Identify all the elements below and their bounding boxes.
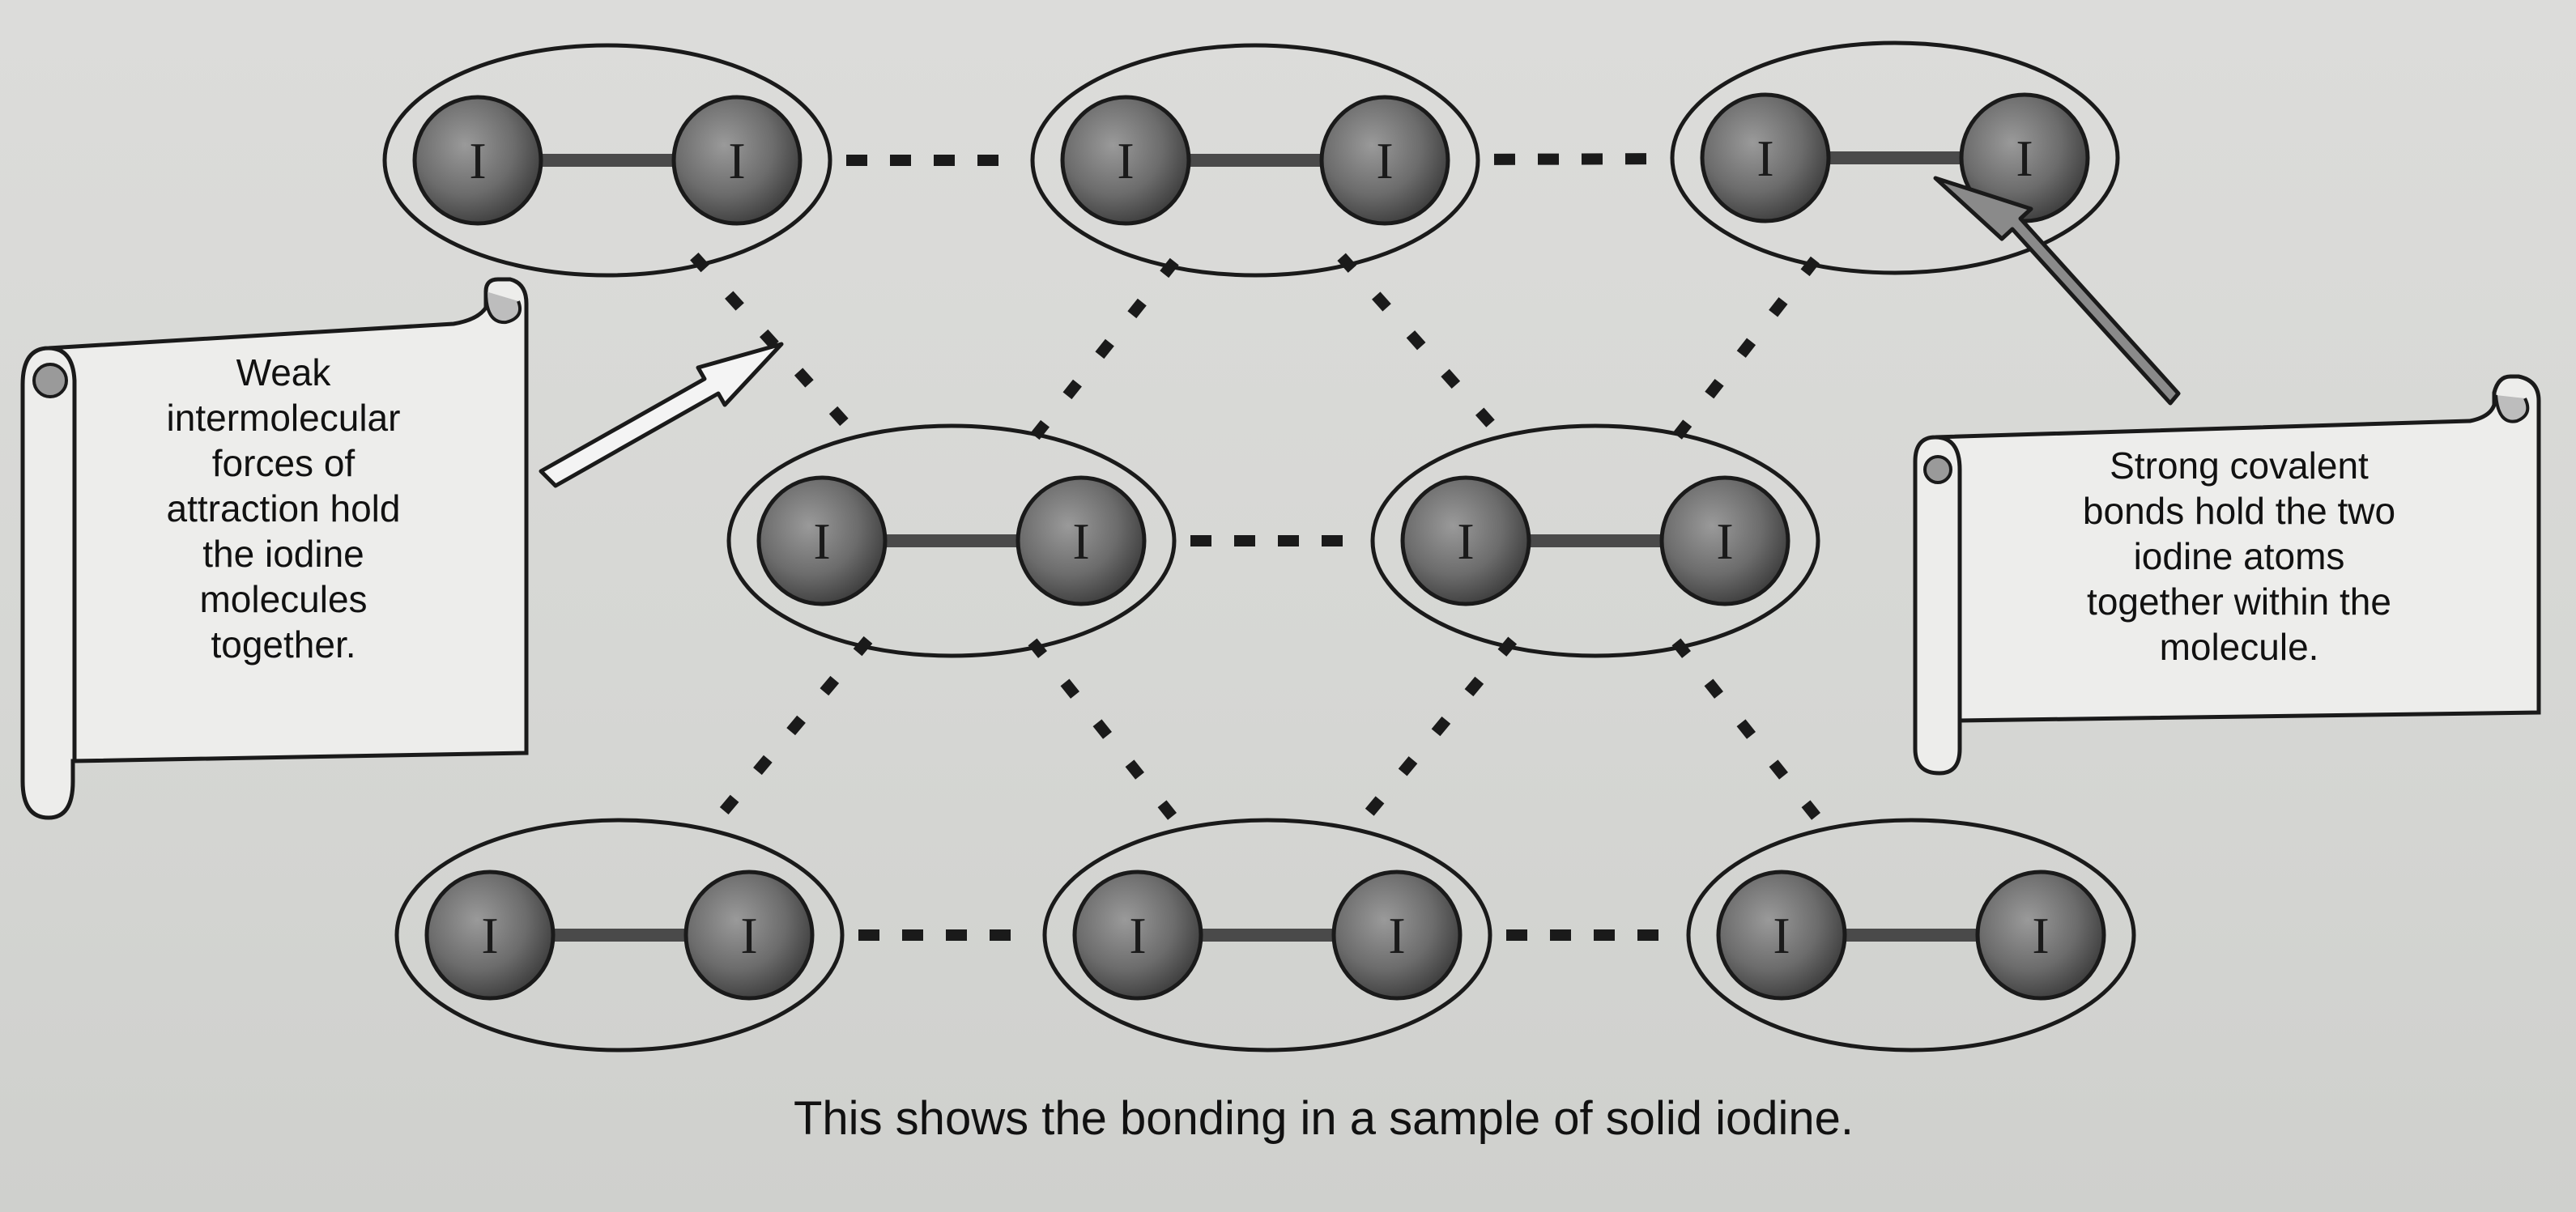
right-note-line: iodine atoms (2133, 535, 2345, 577)
intermolecular-force-line (698, 636, 873, 840)
iodine-atom (1331, 870, 1463, 1001)
molecule-boundary (726, 423, 1177, 658)
iodine-atom (1072, 870, 1203, 1001)
molecule-boundary (1686, 818, 2136, 1053)
left-note-text: Weak intermolecular forces of attraction… (89, 350, 478, 667)
atom-symbol: I (1072, 512, 1089, 570)
scrolls-layer (20, 277, 2541, 820)
left-note-line: forces of (211, 442, 356, 484)
left-note-line: together. (211, 623, 356, 666)
iodine-atom (671, 95, 803, 226)
atom-symbol: I (1388, 907, 1405, 964)
molecule-boundary (1042, 818, 1492, 1053)
atom-symbol: I (740, 907, 757, 964)
molecule-boundary (1030, 43, 1480, 278)
iodine-atom (424, 870, 556, 1001)
left-note-line: molecules (199, 578, 368, 620)
molecule-boundary (1670, 40, 2120, 275)
iodine-atom (1700, 92, 1831, 223)
intermolecular-force-line (1671, 256, 1820, 443)
molecule-boundary (394, 818, 845, 1053)
right-note-line: together within the (2087, 580, 2391, 623)
right-arrow-icon (1933, 176, 2181, 406)
atom-symbol: I (728, 132, 745, 189)
left-note-line: intermolecular (166, 397, 401, 439)
iodine-atom (1975, 870, 2106, 1001)
left-note-line: the iodine (202, 533, 364, 575)
left-arrow-icon (539, 342, 784, 488)
arrows-layer (539, 176, 2181, 488)
left-scroll (20, 277, 529, 820)
iodine-atom (1015, 475, 1147, 606)
molecule-boundary (1370, 423, 1820, 658)
right-note-line: bonds hold the two (2082, 490, 2396, 532)
atom-symbol: I (2032, 907, 2049, 964)
intermolecular-forces (690, 153, 1835, 941)
molecule-boundary (382, 43, 832, 278)
iodine-atom (1400, 475, 1531, 606)
left-note-line: Weak (236, 351, 331, 393)
iodine-atom (1659, 475, 1790, 606)
atom-symbol: I (1716, 512, 1733, 570)
iodine-atom (1319, 95, 1450, 226)
atom-symbol: I (1773, 907, 1790, 964)
atom-symbol: I (481, 907, 498, 964)
atom-symbol: I (1129, 907, 1146, 964)
iodine-atom (756, 475, 888, 606)
intermolecular-force-line (1345, 636, 1518, 840)
right-note-text: Strong covalent bonds hold the two iodin… (1976, 443, 2502, 670)
iodine-atom (412, 95, 543, 226)
intermolecular-force-line (1028, 257, 1179, 444)
atom-symbol: I (1117, 132, 1134, 189)
iodine-atom (683, 870, 815, 1001)
iodine-atom (1716, 870, 1847, 1001)
intermolecular-force-line (1671, 638, 1835, 838)
right-note-line: molecule. (2159, 626, 2319, 668)
atom-symbol: I (469, 132, 486, 189)
intermolecular-force-line (1337, 253, 1514, 449)
atom-symbol: I (1756, 130, 1773, 187)
atom-symbol: I (813, 512, 830, 570)
atom-symbol: I (1457, 512, 1474, 570)
intermolecular-force-line (1028, 638, 1191, 838)
right-note-line: Strong covalent (2110, 444, 2369, 487)
left-note-line: attraction hold (166, 487, 401, 529)
iodine-atom (1060, 95, 1191, 226)
intermolecular-force-line (690, 252, 869, 449)
atom-symbol: I (2016, 130, 2033, 187)
atom-symbol: I (1376, 132, 1393, 189)
diagram-caption: This shows the bonding in a sample of so… (794, 1092, 1854, 1145)
right-scroll (1913, 374, 2541, 776)
